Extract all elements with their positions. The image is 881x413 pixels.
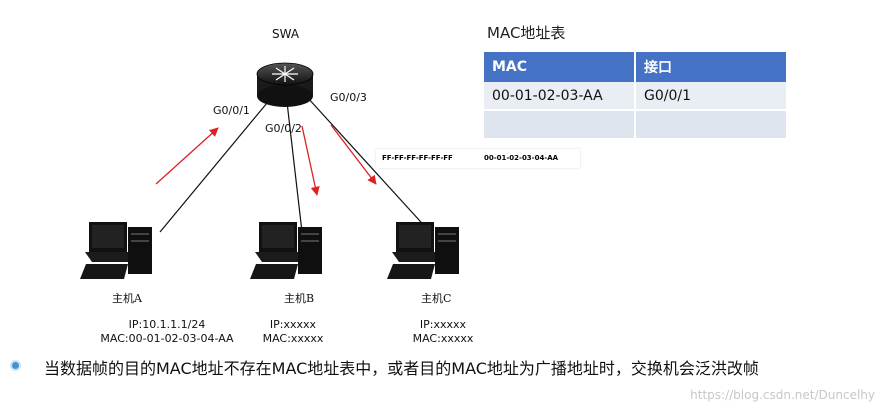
host-name-b: 主机B (284, 292, 315, 305)
link-a (159, 96, 273, 233)
bullet-text: 当数据帧的目的MAC地址不存在MAC地址表中，或者目的MAC地址为广播地址时，交… (44, 359, 759, 378)
table-cell-port (635, 110, 788, 140)
host-ip-a: IP:10.1.1.1/24 (128, 318, 206, 331)
host-info-b: IP:xxxxx MAC:xxxxx (258, 318, 328, 346)
table-cell-mac: 00-01-02-03-AA (484, 82, 636, 111)
port-label-a: G0/0/1 (213, 104, 250, 117)
port-label-b: G0/0/2 (265, 122, 302, 135)
frame-dst-mac: FF-FF-FF-FF-FF-FF (382, 154, 453, 162)
host-ip-b: IP:xxxxx (269, 318, 317, 331)
switch-name-label: SWA (272, 27, 300, 41)
table-row: 00-01-02-03-AA G0/0/1 (484, 82, 788, 111)
host-name-c: 主机C (421, 292, 452, 305)
host-ip-c: IP:xxxxx (419, 318, 467, 331)
computer-icon-c (387, 222, 459, 279)
host-info-a: IP:10.1.1.1/24 MAC:00-01-02-03-04-AA (92, 318, 242, 346)
table-header-mac: MAC (484, 52, 636, 82)
flow-arrow-a (155, 127, 219, 185)
switch-icon (256, 62, 314, 107)
host-mac-b: MAC:xxxxx (262, 332, 324, 345)
computer-icon-a (80, 222, 152, 279)
mac-table-title: MAC地址表 (487, 24, 566, 42)
bullet-icon (12, 362, 19, 369)
table-row (484, 110, 788, 140)
host-info-c: IP:xxxxx MAC:xxxxx (408, 318, 478, 346)
flow-arrow-b (301, 125, 320, 196)
port-label-c: G0/0/3 (330, 91, 367, 104)
table-header-row: MAC 接口 (484, 52, 788, 82)
host-name-a: 主机A (112, 292, 142, 305)
table-cell-mac (484, 110, 636, 140)
broadcast-frame: FF-FF-FF-FF-FF-FF 00-01-02-03-04-AA (376, 149, 580, 168)
table-header-port: 接口 (635, 52, 788, 82)
table-cell-port: G0/0/1 (635, 82, 788, 111)
computer-icon-b (250, 222, 322, 279)
watermark: https://blog.csdn.net/Duncelhy (690, 388, 875, 402)
link-c (306, 96, 431, 233)
host-mac-a: MAC:00-01-02-03-04-AA (100, 332, 234, 345)
host-mac-c: MAC:xxxxx (412, 332, 474, 345)
flow-arrow-c (330, 124, 377, 185)
mac-address-table: MAC 接口 00-01-02-03-AA G0/0/1 (484, 52, 788, 140)
frame-src-mac: 00-01-02-03-04-AA (484, 154, 559, 162)
link-b (286, 101, 303, 233)
